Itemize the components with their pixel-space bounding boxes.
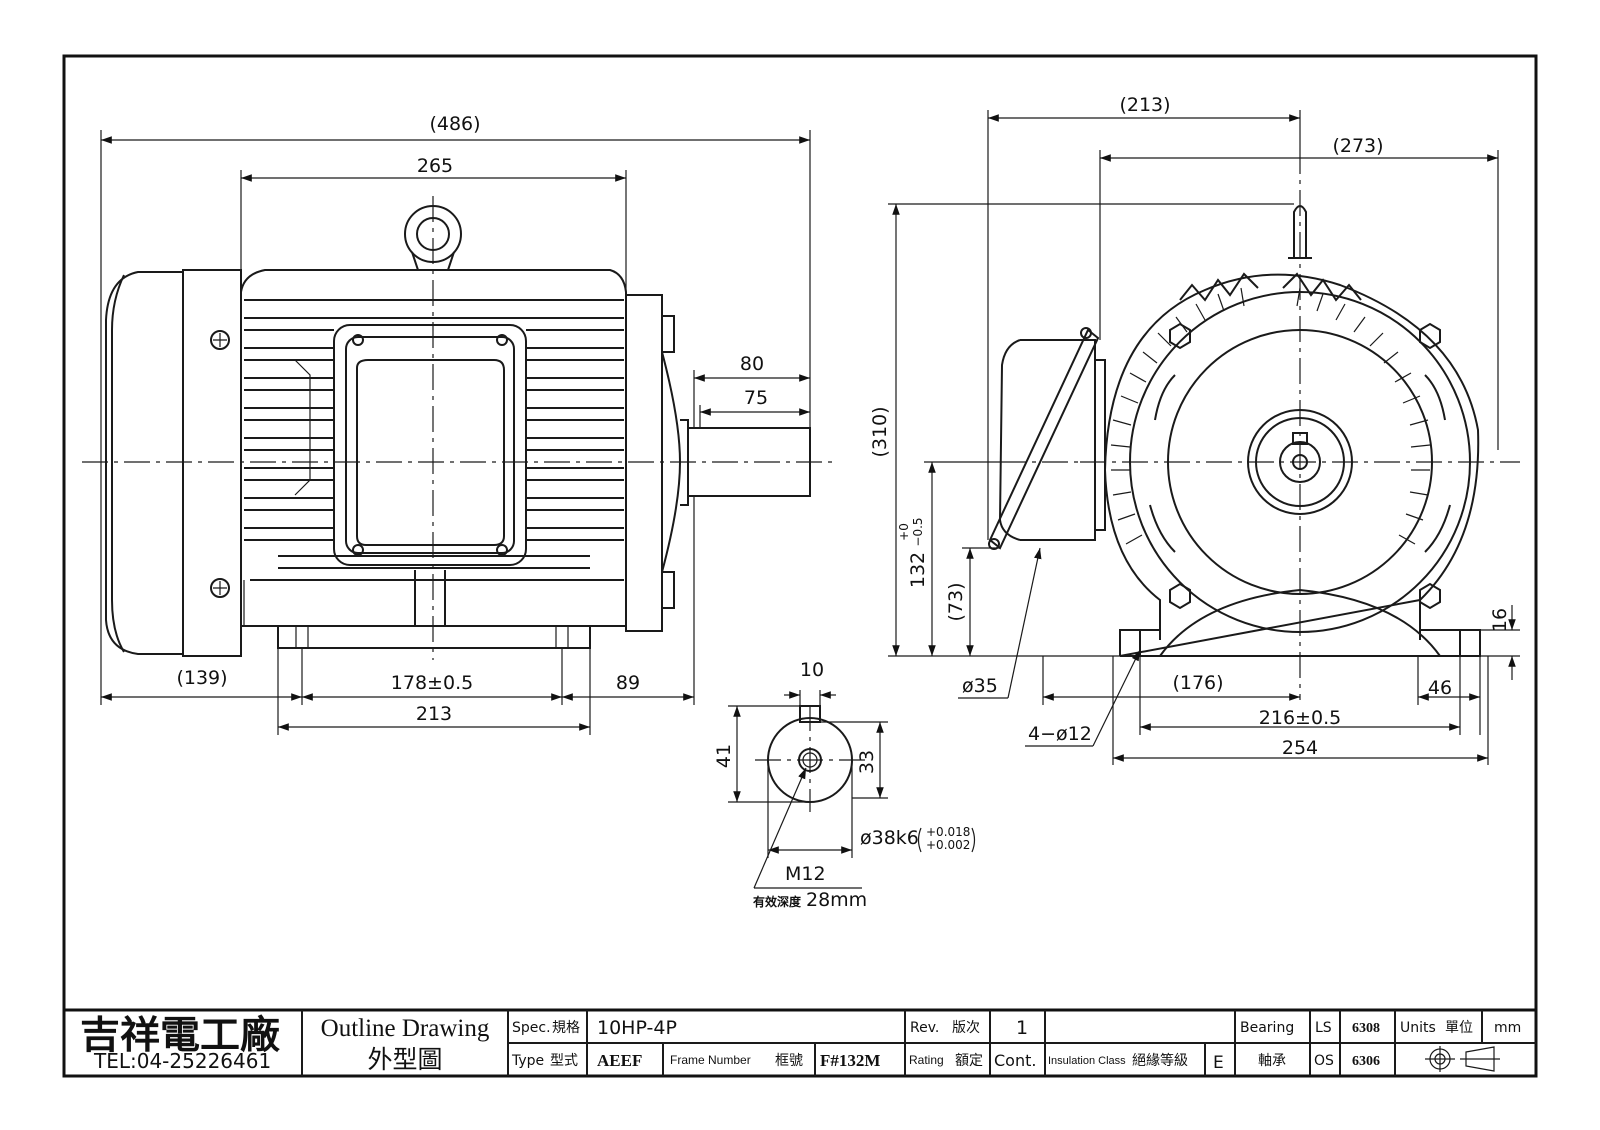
side-view [82,196,832,660]
dim-holes: 4−ø12 [1028,723,1092,745]
dim-key-width: 10 [800,659,824,681]
dim-shaft-height: 132 [907,552,929,588]
thread-depth-value: 28mm [806,889,867,911]
terminal-box [333,324,527,566]
units-value: mm [1494,1020,1521,1036]
type-value: AEEF [597,1051,642,1070]
frame-label: Frame Number [670,1053,751,1067]
dim-body-length: 265 [417,155,453,177]
frame-label-zh: 框號 [775,1052,803,1068]
dim-shaft-33: 33 [856,750,878,774]
shaft [687,427,811,497]
thread-depth-label: 有效深度 [753,894,802,909]
insulation-label: Insulation Class [1048,1055,1126,1067]
type-label: Type [511,1053,544,1069]
bolt-icon [1169,582,1191,610]
company-tel: TEL:04-25226461 [93,1049,271,1073]
side-dimensions: (486) 265 80 75 (139) 178±0.5 89 213 [100,113,811,735]
sheet-border [62,54,1538,1078]
dim-front-73: (73) [945,582,967,621]
dim-shaft-height-tol-top: +0 [897,523,911,541]
dim-front-213: (213) [1119,94,1170,116]
dim-front-176: (176) [1172,672,1223,694]
dim-thread: M12 [785,863,826,885]
bolt-icon [1419,322,1441,350]
rating-value: Cont. [994,1051,1036,1070]
dim-shaft-length: 80 [740,353,764,375]
type-label-zh: 型式 [550,1053,578,1069]
os-value: 6306 [1352,1054,1380,1069]
company-name: 吉祥電工廠 [80,1013,280,1057]
dim-front-273: (273) [1332,135,1383,157]
dim-shaft-height-tol-bottom: −0.5 [911,517,925,546]
dim-base-254: 254 [1282,737,1318,759]
units-label: Units [1400,1020,1436,1036]
doc-title-zh: 外型圖 [367,1046,442,1074]
spec-value: 10HP-4P [597,1017,677,1039]
dim-front-310: (310) [869,406,891,457]
front-dimensions: (213) (273) (310) 132 +0 −0.5 (73) 16 ø3… [869,94,1520,765]
dim-shaft-41: 41 [713,744,735,768]
dim-foot-length: 213 [416,703,452,725]
frame-value: F#132M [820,1051,880,1070]
spec-label-zh: 規格 [552,1020,580,1036]
screw-icon [210,578,230,598]
shaft-end-view: 10 41 33 ø38k6 +0.018 +0.002 M12 有效深度 28… [713,659,976,911]
title-block: 吉祥電工廠 TEL:04-25226461 Outline Drawing 外型… [64,1008,1536,1076]
os-label: OS [1314,1053,1334,1069]
bearing-label: Bearing [1240,1020,1294,1036]
dim-shaft-diameter: ø38k6 [860,827,919,849]
dim-foot-height: 16 [1489,608,1511,632]
rating-label: Rating [909,1053,944,1067]
insulation-value: E [1213,1053,1224,1073]
projection-symbol-icon [1425,1046,1500,1072]
doc-title-en: Outline Drawing [321,1015,490,1042]
rev-value: 1 [1016,1017,1028,1039]
ls-value: 6308 [1352,1021,1380,1036]
dim-conduit: ø35 [962,675,998,697]
bearing-label-zh: 軸承 [1258,1053,1286,1069]
units-label-zh: 單位 [1445,1020,1473,1036]
spec-label: Spec. [512,1020,551,1036]
dim-key-length: 75 [744,387,768,409]
dim-edge-46: 46 [1428,677,1452,699]
ls-label: LS [1315,1020,1332,1036]
insulation-label-zh: 絕緣等級 [1132,1052,1188,1068]
dim-overall-length: (486) [429,113,480,135]
terminal-box-cover [988,328,1100,550]
dim-shaft-tol-up: +0.018 [926,825,970,839]
dim-shaft-tol-down: +0.002 [926,838,970,852]
rev-label-zh: 版次 [952,1020,980,1036]
front-view [988,148,1520,700]
rev-label: Rev. [910,1020,939,1036]
bolt-icon [1169,322,1191,350]
dim-rear: (139) [176,667,227,689]
dim-foot-holes-side: 178±0.5 [391,672,473,694]
screw-icon [210,330,230,350]
dim-foot-holes-front: 216±0.5 [1259,707,1341,729]
dim-front: 89 [616,672,640,694]
rating-label-zh: 額定 [955,1052,983,1068]
